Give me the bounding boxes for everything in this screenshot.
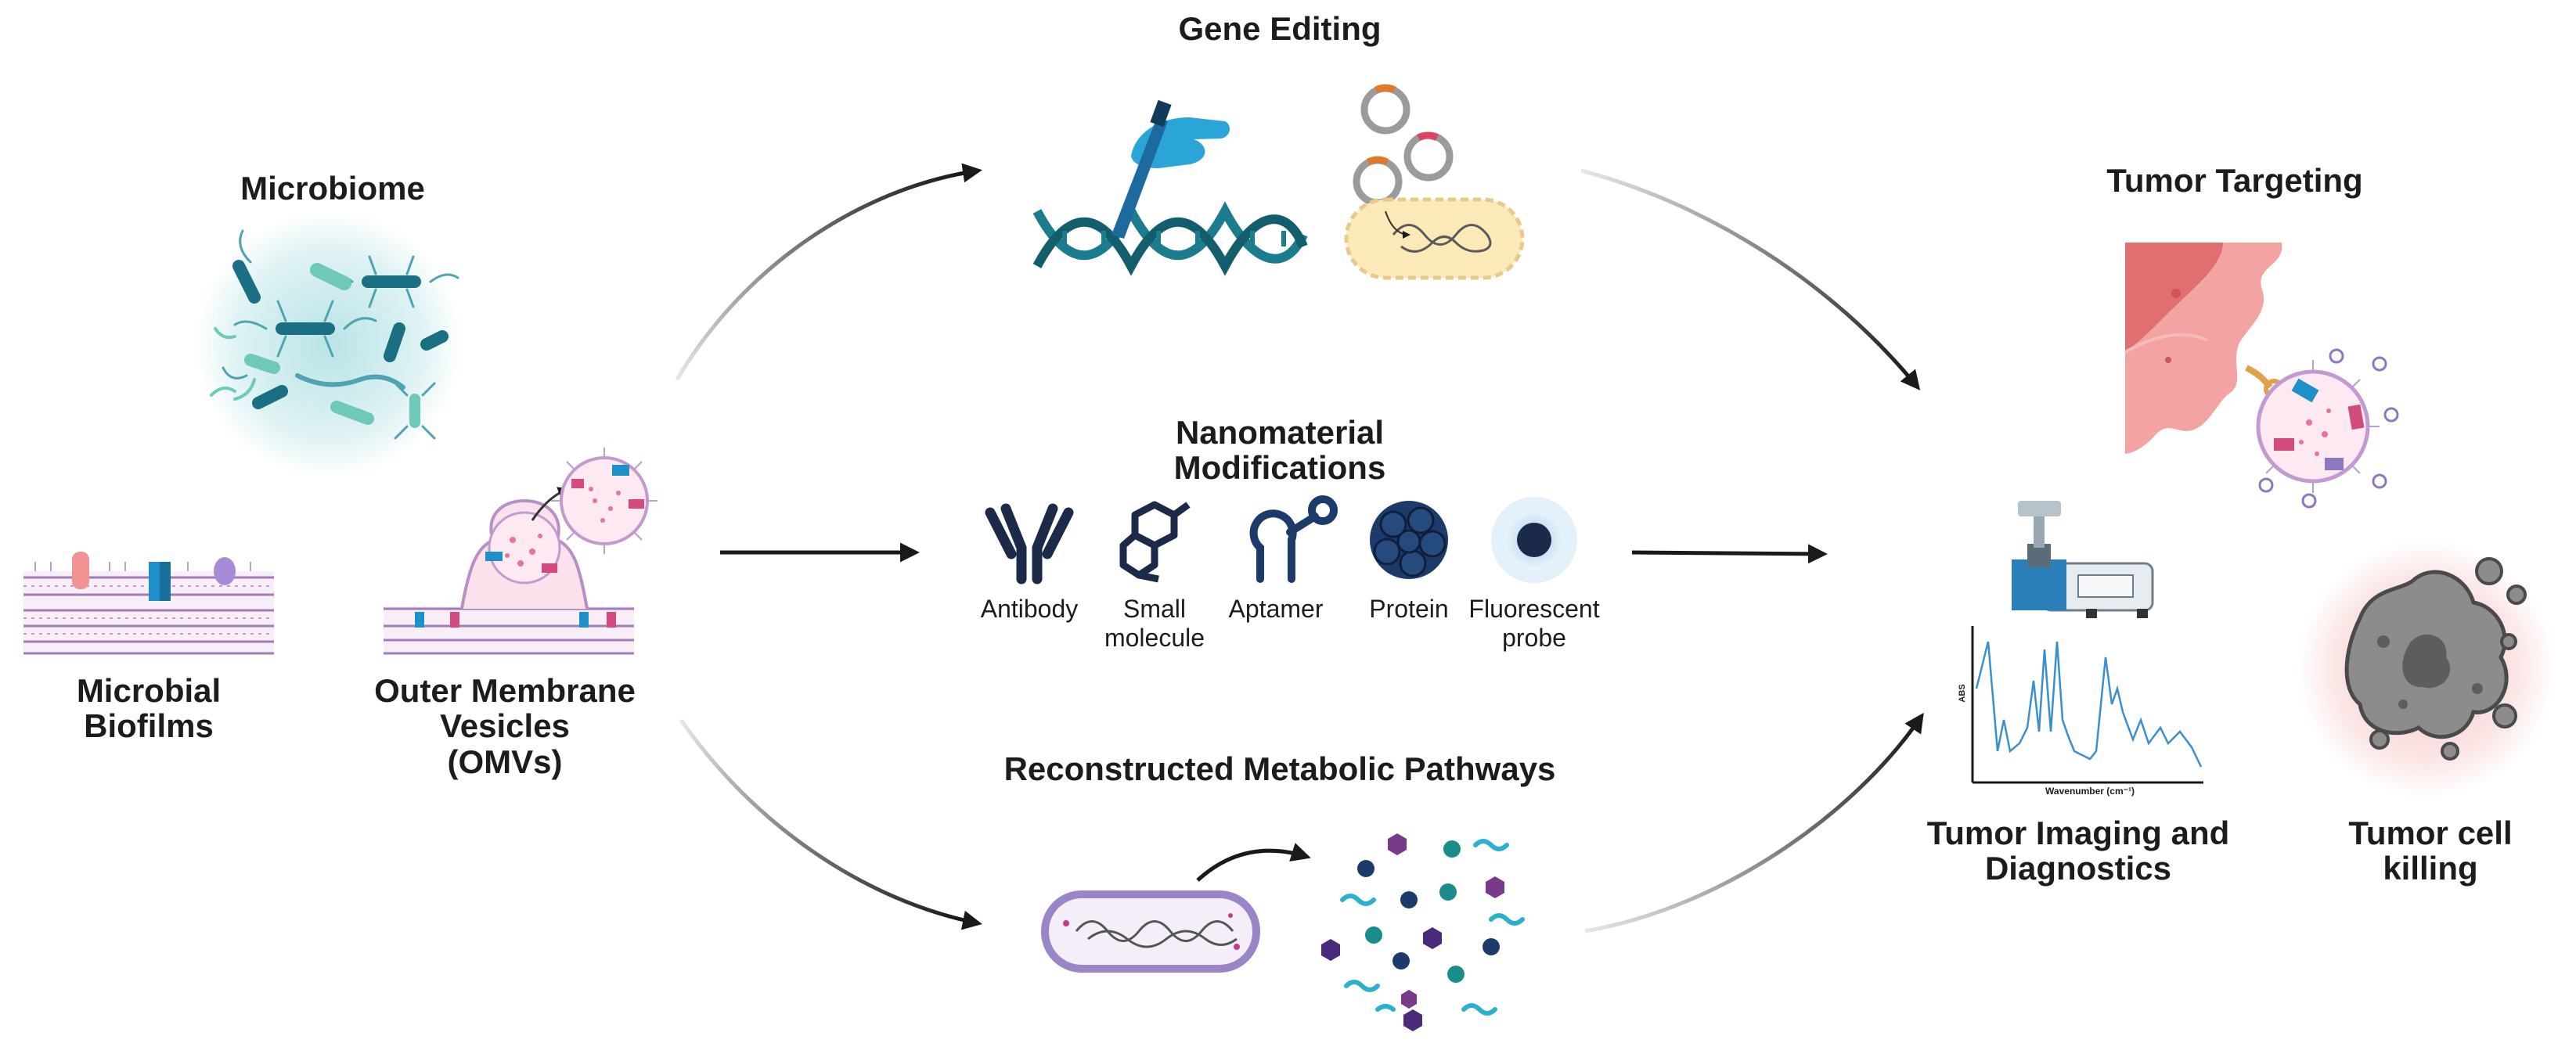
antibody-icon xyxy=(985,503,1074,585)
spectrometer-icon xyxy=(2012,501,2154,618)
arrow-to-gene-editing xyxy=(675,163,982,381)
microbiome-illustration xyxy=(196,211,462,477)
spectrum-xlabel: Wavenumber (cm⁻¹) xyxy=(2045,786,2135,797)
metabolite-molecules xyxy=(1321,833,1525,1031)
arrow-to-metabolic xyxy=(679,718,982,930)
metabolic-pathway-illustration xyxy=(1041,833,1525,1031)
small-molecule-icon xyxy=(1119,501,1191,583)
arrow-metabolic-to-tumor xyxy=(1584,712,1924,933)
title-metabolic-pathways: Reconstructed Metabolic Pathways xyxy=(1003,750,1556,787)
title-tumor-targeting: Tumor Targeting xyxy=(2106,162,2363,199)
title-microbiome: Microbiome xyxy=(240,170,425,207)
fluorescent-probe-icon xyxy=(1491,497,1577,583)
label-protein: Protein xyxy=(1369,595,1449,623)
arrow-nano-to-tumor xyxy=(1631,544,1828,564)
dna-helix-icon xyxy=(1032,201,1308,264)
tumor-targeting-illustration xyxy=(2124,243,2399,509)
spectrum-ylabel: ABS xyxy=(1958,684,1968,703)
arrow-gene-to-tumor xyxy=(1580,168,1921,390)
bacterium-cell-icon xyxy=(1344,197,1525,280)
aptamer-icon xyxy=(1249,495,1338,583)
spectrum-plot xyxy=(1971,626,2203,784)
label-aptamer: Aptamer xyxy=(1228,595,1324,623)
omv-budding-illustration xyxy=(384,448,658,655)
engineered-bacterium-icon xyxy=(1041,890,1260,973)
title-gene-editing: Gene Editing xyxy=(1178,10,1382,47)
flow-arrows xyxy=(675,163,1924,933)
protein-icon xyxy=(1370,501,1448,579)
dead-tumor-cell-icon xyxy=(2297,540,2556,798)
biofilm-membrane-illustration xyxy=(23,552,274,655)
gene-editing-illustration xyxy=(1032,84,1525,280)
label-antibody: Antibody xyxy=(980,595,1079,623)
